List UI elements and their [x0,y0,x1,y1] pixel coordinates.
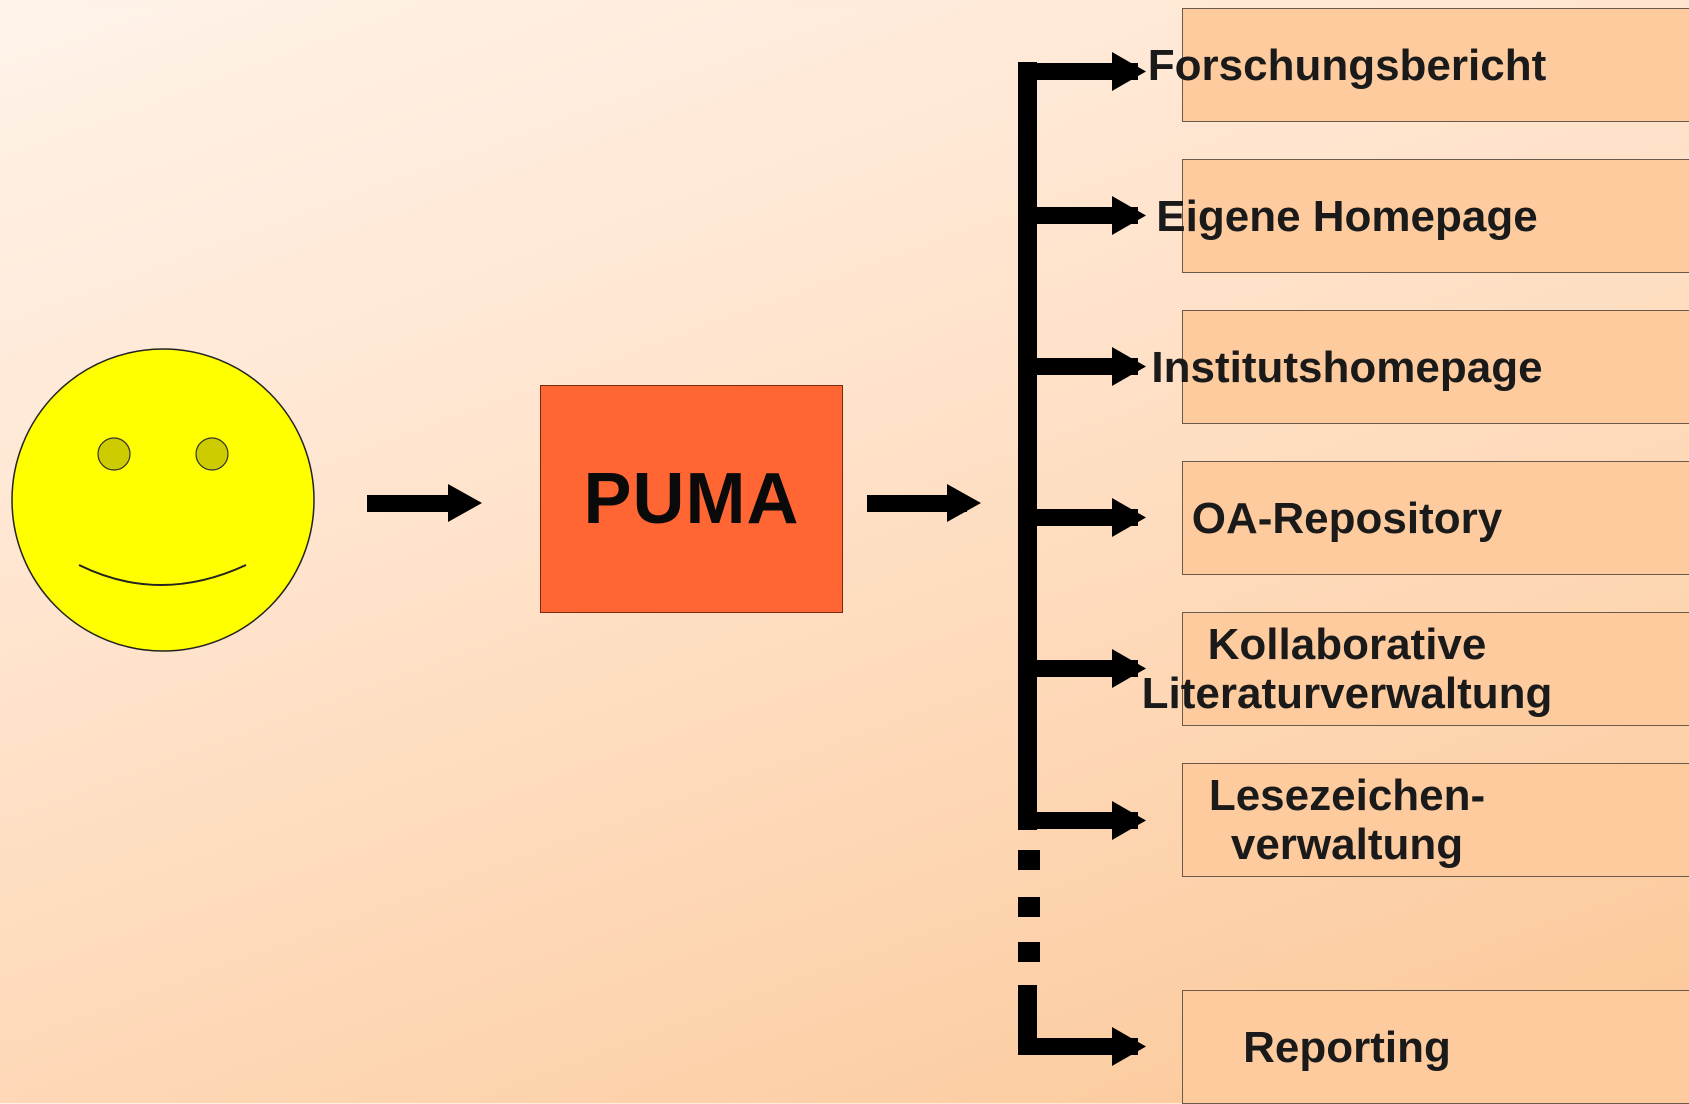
target-lesezeichenverwaltung: Lesezeichen- verwaltung [1182,763,1689,877]
smiley-left-eye [97,437,131,471]
target-label: Forschungsbericht [1147,40,1547,90]
smiley-mouth [78,564,247,586]
smiley-face [11,348,315,652]
target-oa-repository: OA-Repository [1182,461,1689,575]
branch-arrow-lesezeichen [1018,801,1146,840]
puma-box: PUMA [540,385,843,613]
branch-arrow-institutshomepage [1018,347,1146,386]
branch-arrow-oa-repository [1018,498,1146,537]
target-label: Reporting [1243,1022,1451,1072]
smiley-icon [11,348,315,652]
puma-label: PUMA [583,459,800,539]
branch-arrow-kollaborative [1018,649,1146,688]
target-label: Institutshomepage [1151,342,1543,392]
arrow-from-puma [867,484,981,522]
target-label: OA-Repository [1191,493,1503,543]
target-label: Kollaborative Literaturverwaltung [1141,620,1553,718]
target-kollaborative-literaturverwaltung: Kollaborative Literaturverwaltung [1142,612,1689,726]
target-label: Eigene Homepage [1156,191,1538,241]
target-label: Lesezeichen- verwaltung [1208,771,1486,869]
branch-arrow-forschungsbericht [1018,52,1146,91]
branch-trunk [1018,62,1037,830]
branch-arrow-eigene-homepage [1018,196,1146,235]
branch-arrow-reporting [1018,985,1146,1066]
smiley-right-eye [195,437,229,471]
target-forschungsbericht: Forschungsbericht [1148,8,1689,122]
target-reporting: Reporting [1182,990,1689,1104]
target-institutshomepage: Institutshomepage [1151,310,1689,424]
arrow-to-puma [367,484,482,522]
target-eigene-homepage: Eigene Homepage [1156,159,1689,273]
branch-ellipsis-dots [1018,850,1040,962]
